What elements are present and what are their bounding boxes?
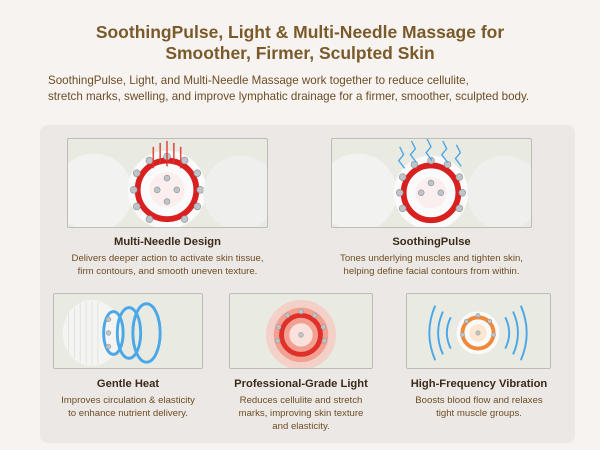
gentle-heat-title: Gentle Heat bbox=[96, 378, 160, 390]
page-headline: SoothingPulse, Light & Multi-Needle Mass… bbox=[0, 22, 600, 64]
light-therapy-desc-line-2: marks, improving skin texture bbox=[238, 408, 364, 419]
gentle-heat-desc-line-2: to enhance nutrient delivery. bbox=[68, 408, 188, 419]
light-therapy-title: Professional-Grade Light bbox=[234, 378, 368, 390]
headline-line-1: SoothingPulse, Light & Multi-Needle Mass… bbox=[95, 22, 505, 42]
soothing-pulse-description: Tones underlying muscles and tighten ski… bbox=[321, 252, 542, 278]
multi-needle-desc-line-1: Delivers deeper action to activate skin … bbox=[71, 253, 264, 264]
soothing-pulse-desc-line-2: helping define facial contours from with… bbox=[343, 266, 520, 277]
multi-needle-image bbox=[67, 138, 268, 228]
gentle-heat-desc-line-1: Improves circulation & elasticity bbox=[61, 395, 195, 406]
light-therapy-desc-line-3: and elasticity. bbox=[272, 421, 330, 432]
light-therapy-illustration bbox=[265, 299, 337, 368]
vibration-desc-line-2: tight muscle groups. bbox=[436, 408, 522, 419]
light-therapy-description: Reduces cellulite and stretch marks, imp… bbox=[220, 394, 382, 433]
multi-needle-description: Delivers deeper action to activate skin … bbox=[62, 252, 273, 278]
light-therapy-image bbox=[229, 293, 373, 369]
vibration-illustration bbox=[428, 305, 528, 361]
intro-line-2: stretch marks, swelling, and improve lym… bbox=[48, 90, 530, 103]
intro-line-1: SoothingPulse, Light, and Multi-Needle M… bbox=[48, 74, 469, 87]
headline-line-2: Smoother, Firmer, Sculpted Skin bbox=[165, 43, 435, 63]
vibration-title: High-Frequency Vibration bbox=[410, 378, 548, 390]
multi-needle-title: Multi-Needle Design bbox=[114, 236, 221, 248]
gentle-heat-description: Improves circulation & elasticity to enh… bbox=[43, 394, 213, 420]
multi-needle-illustration bbox=[68, 140, 267, 227]
soothing-pulse-title: SoothingPulse bbox=[392, 236, 471, 248]
soothing-pulse-desc-line-1: Tones underlying muscles and tighten ski… bbox=[340, 253, 523, 264]
gentle-heat-illustration bbox=[62, 299, 162, 367]
vibration-desc-line-1: Boosts blood flow and relaxes bbox=[415, 395, 543, 406]
soothing-pulse-illustration bbox=[332, 139, 531, 227]
vibration-description: Boosts blood flow and relaxes tight musc… bbox=[398, 394, 560, 420]
gentle-heat-image bbox=[53, 293, 203, 369]
soothing-pulse-image bbox=[331, 138, 532, 228]
vibration-image bbox=[406, 293, 551, 369]
multi-needle-desc-line-2: firm contours, and smooth uneven texture… bbox=[77, 266, 258, 277]
light-therapy-desc-line-1: Reduces cellulite and stretch bbox=[239, 395, 363, 406]
intro-text: SoothingPulse, Light, and Multi-Needle M… bbox=[48, 73, 568, 105]
